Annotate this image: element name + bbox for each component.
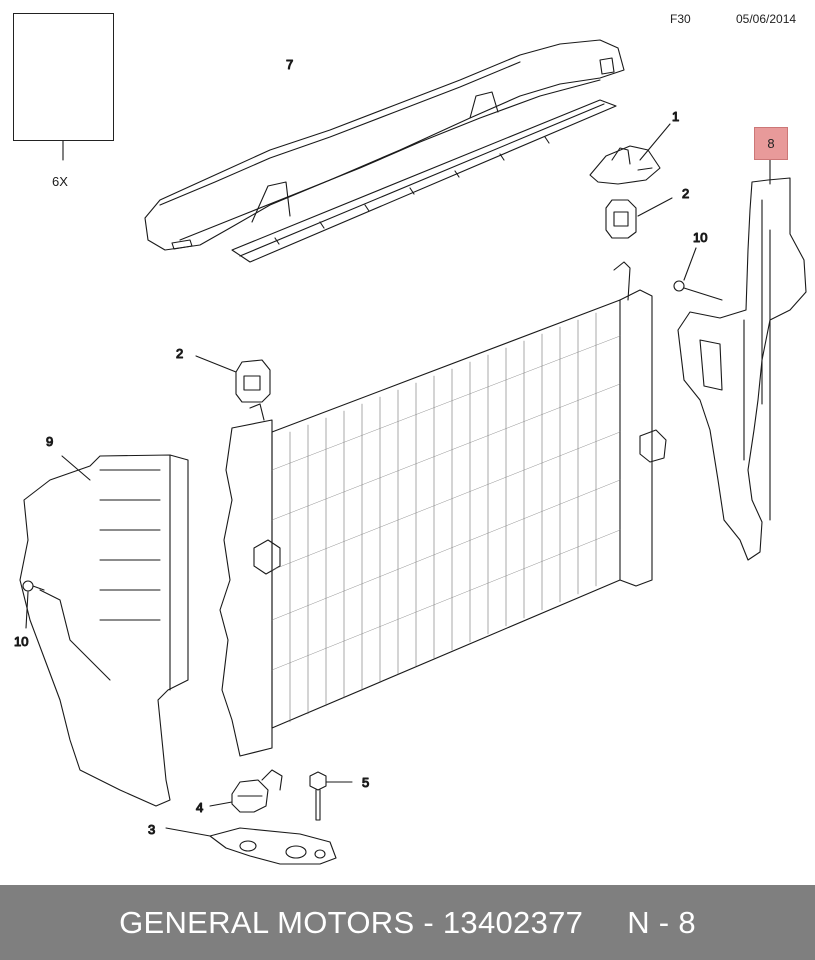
bolt-part-5 bbox=[309, 771, 353, 821]
lower-insulator-part-4 bbox=[209, 779, 269, 813]
callout-3: 3 bbox=[148, 822, 155, 837]
callout-10-right: 10 bbox=[693, 230, 707, 245]
lower-bracket-part-3 bbox=[165, 827, 337, 865]
callout-2-upper: 2 bbox=[682, 186, 689, 201]
callout-10-left: 10 bbox=[14, 634, 28, 649]
callout-4: 4 bbox=[196, 800, 203, 815]
radiator bbox=[219, 261, 667, 791]
footer-bar: GENERAL MOTORS - 13402377 N - 8 bbox=[0, 885, 815, 960]
insulator-part-2-left bbox=[195, 355, 271, 403]
callout-1: 1 bbox=[672, 109, 679, 124]
brand-part-number: GENERAL MOTORS - 13402377 bbox=[119, 904, 584, 940]
page-reference: N - 8 bbox=[627, 904, 696, 940]
callout-9: 9 bbox=[46, 434, 53, 449]
parts-diagram: 7 1 2 10 2 9 10 5 4 3 6X 8 F30 05/06/201… bbox=[13, 12, 807, 865]
bracket-part-1 bbox=[589, 123, 671, 185]
right-air-deflector-part-8 bbox=[677, 151, 807, 561]
diagram-date: 05/06/2014 bbox=[736, 12, 797, 26]
callout-7: 7 bbox=[286, 57, 293, 72]
model-code: F30 bbox=[670, 12, 691, 26]
exploded-view: 7 1 2 10 2 9 10 5 4 3 bbox=[13, 39, 807, 865]
highlighted-part-badge: 8 bbox=[754, 127, 788, 160]
push-pin-part-10-right bbox=[673, 247, 723, 301]
hardware-kit-box bbox=[13, 13, 114, 141]
callout-2-left: 2 bbox=[176, 346, 183, 361]
push-pin-part-10-left bbox=[22, 580, 45, 629]
callout-5: 5 bbox=[362, 775, 369, 790]
kit-quantity-label: 6X bbox=[52, 174, 68, 189]
insulator-part-2-upper bbox=[605, 197, 673, 239]
left-air-deflector-part-9 bbox=[19, 454, 189, 807]
upper-air-baffle-part-7 bbox=[144, 39, 625, 263]
